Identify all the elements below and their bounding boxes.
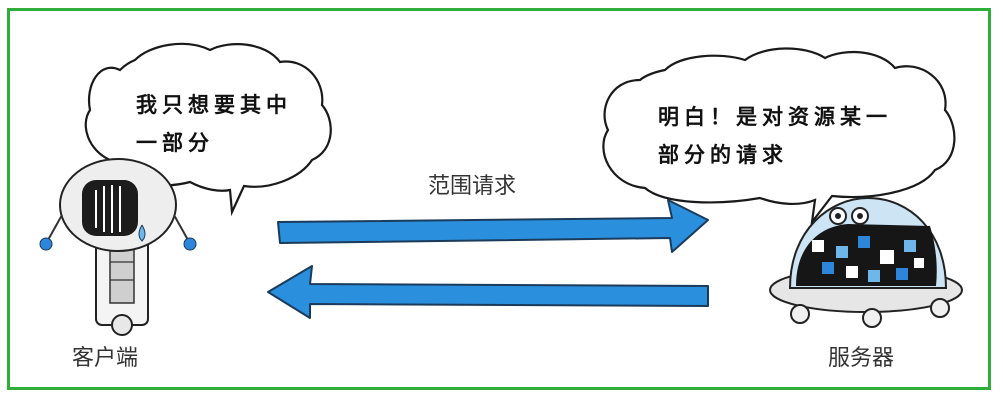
response-arrow — [267, 265, 709, 319]
server-label: 服务器 — [828, 346, 895, 371]
client-robot-illustration — [39, 158, 197, 336]
diagram-frame — [7, 8, 991, 390]
client-label: 客户端 — [72, 346, 139, 371]
server-robot-illustration — [769, 196, 963, 328]
client-speech-line-2: 一部分 — [136, 131, 214, 155]
server-speech-line-2: 部分的请求 — [658, 143, 788, 167]
server-speech-line-1: 明白！是对资源某一 — [658, 105, 892, 129]
client-speech-line-1: 我只想要其中 — [136, 93, 292, 117]
range-request-label: 范围请求 — [428, 174, 517, 199]
request-arrow — [277, 199, 709, 253]
server-speech-bubble — [602, 47, 956, 226]
